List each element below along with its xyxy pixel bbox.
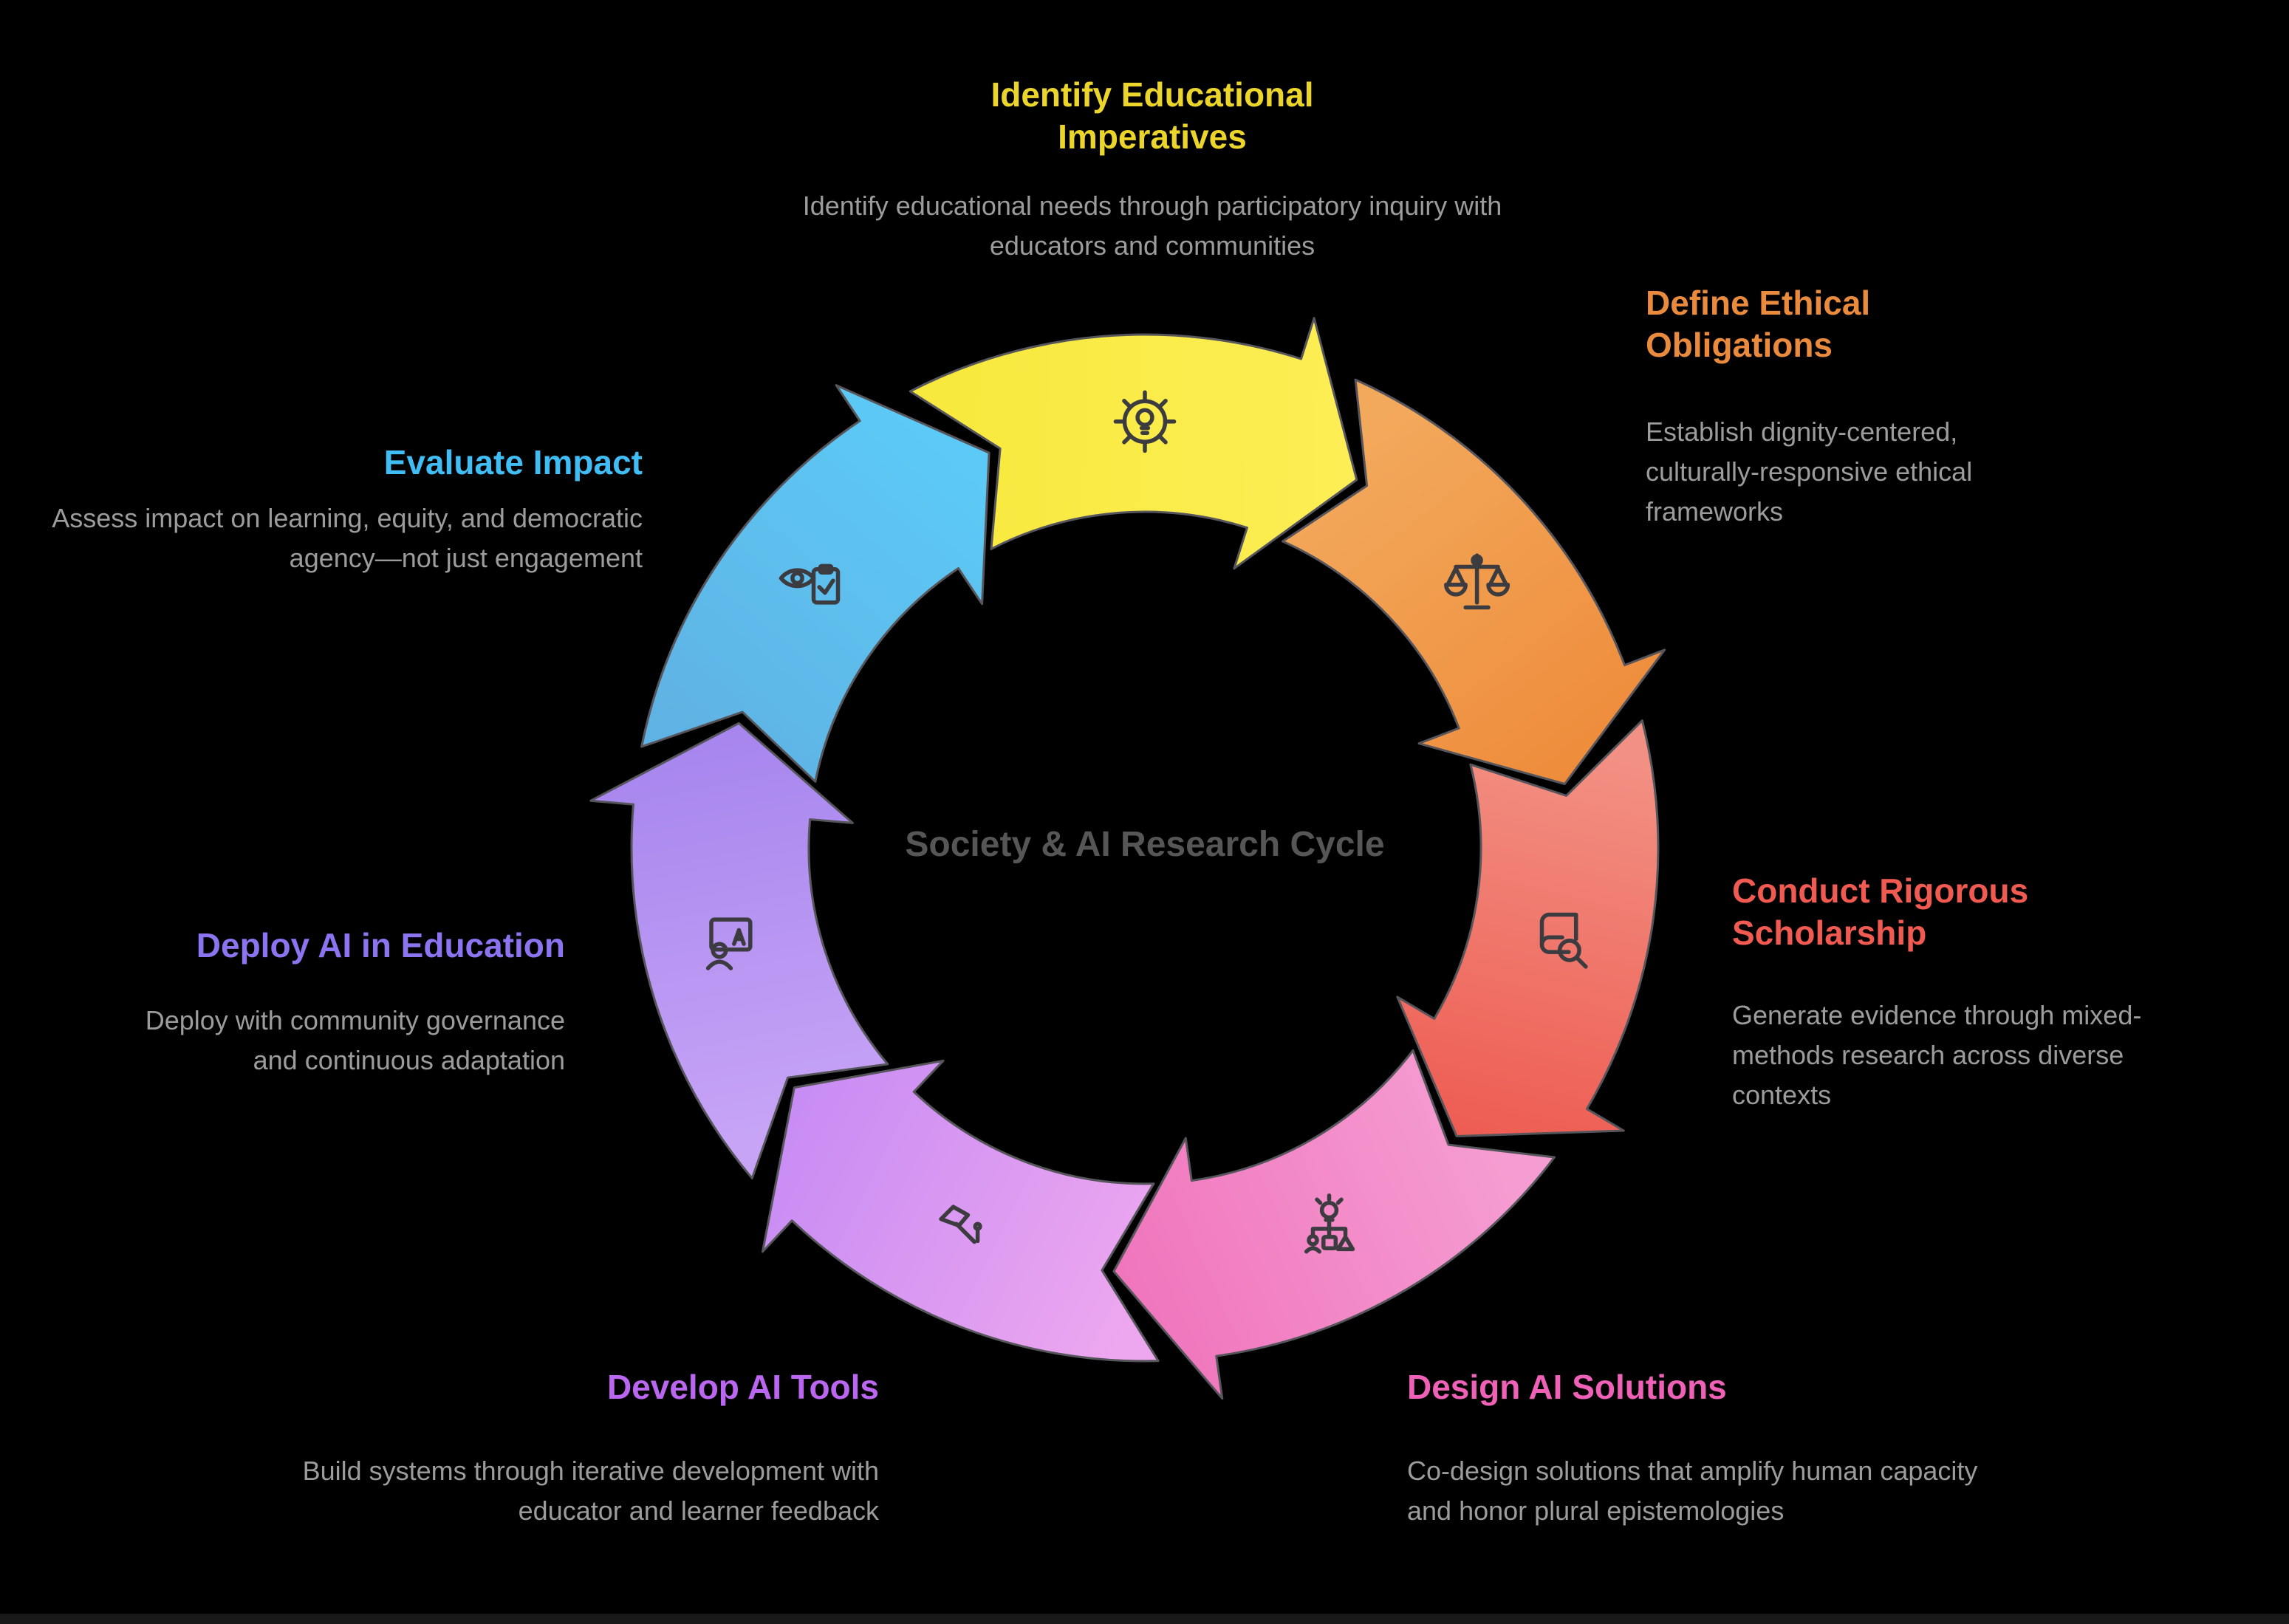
gear-lightbulb-icon	[1113, 390, 1177, 453]
balance-scale-icon	[1444, 553, 1510, 610]
stage-identify-description: Identify educational needs through parti…	[802, 191, 1502, 261]
cycle-arrow-design	[1112, 1049, 1556, 1400]
eye-checklist-icon	[779, 563, 841, 605]
book-search-icon	[1539, 912, 1588, 969]
stage-develop: Develop AI Tools Build systems through i…	[214, 1366, 879, 1531]
hammer-icon	[939, 1205, 982, 1244]
presenter-screen-icon	[705, 917, 753, 970]
stage-design: Design AI Solutions Co-design solutions …	[1407, 1366, 2028, 1531]
stage-identify: Identify Educational Imperatives Identif…	[739, 74, 1566, 266]
stage-evaluate-description: Assess impact on learning, equity, and d…	[52, 503, 643, 574]
stage-develop-description: Build systems through iterative developm…	[302, 1456, 879, 1527]
stage-define: Define Ethical Obligations Establish dig…	[1646, 282, 2163, 532]
stage-define-title: Define Ethical Obligations	[1646, 284, 1871, 365]
cycle-arrow-conduct	[1396, 719, 1660, 1137]
cycle-center-title: Society & AI Research Cycle	[905, 825, 1385, 864]
stage-evaluate: Evaluate Impact Assess impact on learnin…	[22, 442, 643, 578]
stage-identify-title: Identify Educational Imperatives	[990, 75, 1314, 157]
stage-conduct-description: Generate evidence through mixed-methods …	[1732, 1000, 2142, 1111]
bottom-strip	[0, 1614, 2289, 1624]
stage-conduct: Conduct Rigorous Scholarship Generate ev…	[1732, 870, 2264, 1115]
stage-deploy: Deploy AI in Education Deploy with commu…	[78, 925, 565, 1080]
idea-flowchart-icon	[1304, 1193, 1355, 1254]
stage-deploy-title: Deploy AI in Education	[196, 926, 565, 965]
stage-evaluate-title: Evaluate Impact	[383, 443, 643, 482]
stage-develop-title: Develop AI Tools	[606, 1368, 879, 1406]
stage-conduct-title: Conduct Rigorous Scholarship	[1732, 871, 2029, 953]
stage-deploy-description: Deploy with community governance and con…	[145, 1005, 565, 1076]
cycle-arrow-identify	[909, 317, 1358, 570]
stage-design-title: Design AI Solutions	[1407, 1368, 1727, 1406]
stage-define-description: Establish dignity-centered, culturally-r…	[1646, 417, 1973, 527]
cycle-arrow-define	[1282, 378, 1666, 785]
stage-design-description: Co-design solutions that amplify human c…	[1407, 1456, 1978, 1527]
